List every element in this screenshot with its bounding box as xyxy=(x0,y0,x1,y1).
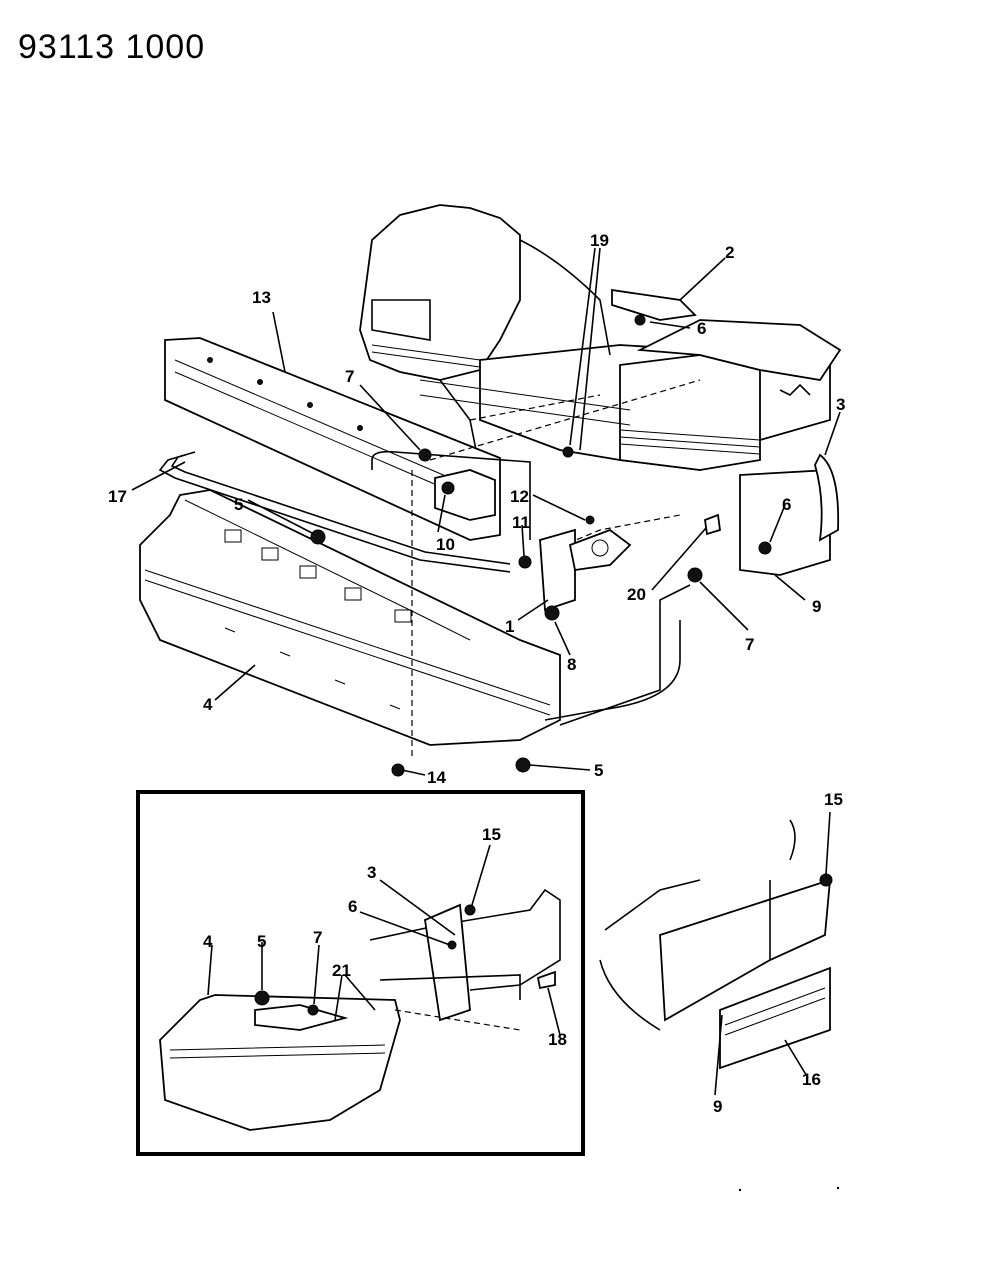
callout-15-right: 15 xyxy=(824,790,843,809)
callout-6-right: 6 xyxy=(782,495,791,514)
callout-7-inset: 7 xyxy=(313,928,322,947)
callout-6-upper: 6 xyxy=(697,319,706,338)
callout-9-upper: 9 xyxy=(812,597,821,616)
callout-21: 21 xyxy=(332,961,351,980)
callout-19: 19 xyxy=(590,231,609,250)
callout-4-upper: 4 xyxy=(203,695,213,714)
bumper-reinforcement-bar xyxy=(164,337,501,541)
stabilizer-rod xyxy=(158,451,511,573)
callout-14: 14 xyxy=(427,768,446,787)
license-lamp-bracket xyxy=(434,469,496,521)
callout-7-lower: 7 xyxy=(745,635,754,654)
callout-8: 8 xyxy=(567,655,576,674)
callout-2: 2 xyxy=(725,243,734,262)
callout-5-lower: 5 xyxy=(594,761,603,780)
callout-7-upper: 7 xyxy=(345,367,354,386)
callout-labels: 13 7 17 5 10 11 12 1 8 20 7 9 6 3 2 6 19… xyxy=(108,231,845,1116)
diagram-code: 93113 1000 xyxy=(18,28,206,66)
callout-12: 12 xyxy=(510,487,529,506)
callout-5-upper: 5 xyxy=(234,495,243,514)
callout-5-inset: 5 xyxy=(257,932,266,951)
assembly-lines xyxy=(371,379,701,760)
callout-3-upper: 3 xyxy=(836,395,845,414)
callout-3-inset: 3 xyxy=(367,863,376,882)
callout-20: 20 xyxy=(627,585,646,604)
callout-13: 13 xyxy=(252,288,271,307)
callout-16: 16 xyxy=(802,1070,821,1089)
callout-9-lower: 9 xyxy=(713,1097,722,1116)
detail-inset xyxy=(136,790,585,1156)
callout-4-inset: 4 xyxy=(203,932,213,951)
callout-6-inset: 6 xyxy=(348,897,357,916)
callout-17: 17 xyxy=(108,487,127,506)
quarter-panel-detail xyxy=(599,819,833,1070)
callout-1: 1 xyxy=(505,617,514,636)
fasteners xyxy=(310,288,840,777)
bumper-fascia xyxy=(139,489,561,746)
callout-10: 10 xyxy=(436,535,455,554)
callout-11: 11 xyxy=(512,513,530,532)
callout-18: 18 xyxy=(548,1030,567,1049)
mounting-bracket xyxy=(539,528,632,612)
callout-15-inset: 15 xyxy=(482,825,501,844)
leader-lines xyxy=(131,247,841,1096)
